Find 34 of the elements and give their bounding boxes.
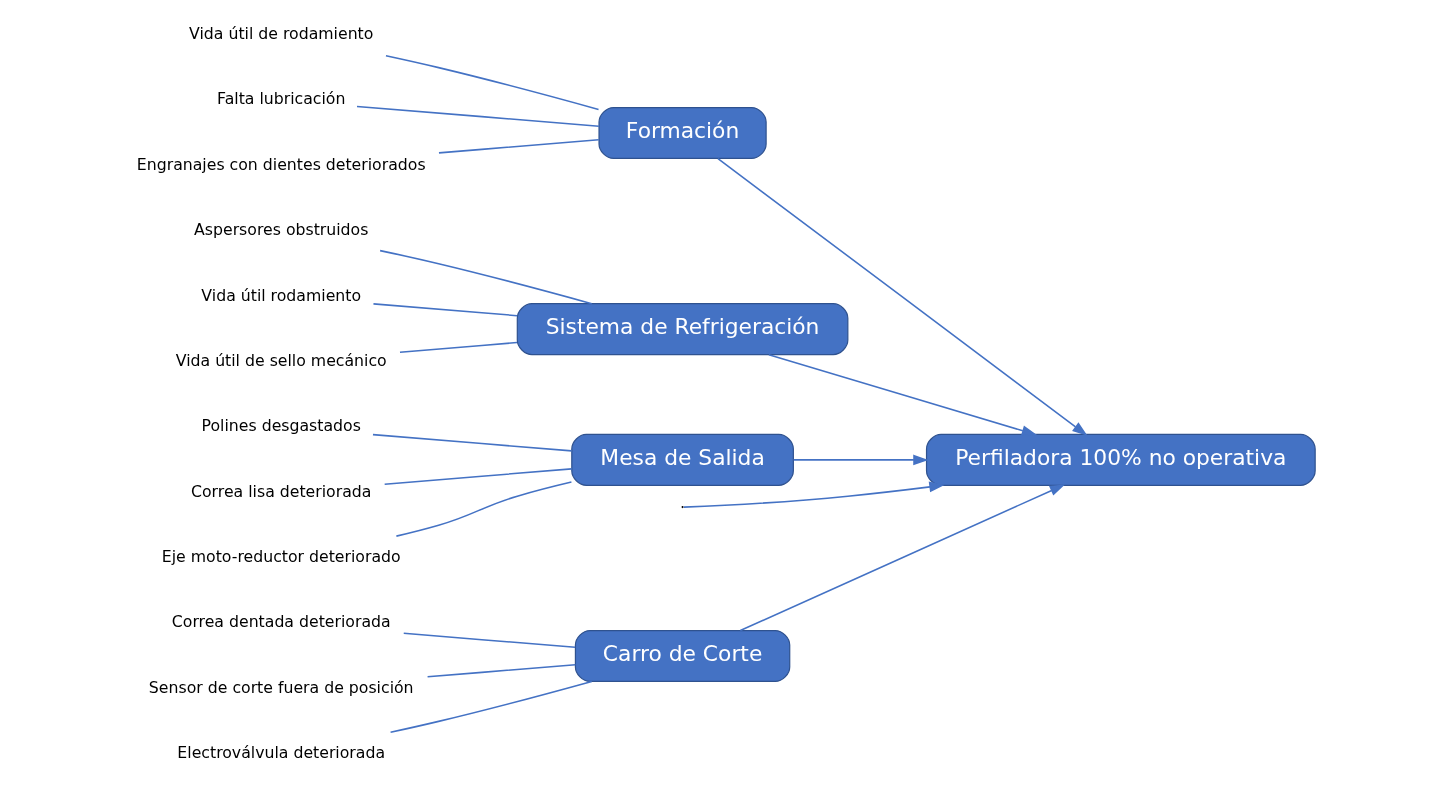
arrow bbox=[792, 454, 928, 466]
node-text: Aspersores obstruidos bbox=[193, 220, 368, 240]
connector bbox=[402, 632, 576, 649]
connector bbox=[371, 433, 572, 452]
node-text: Correa dentada deteriorada bbox=[171, 612, 391, 632]
node-box: Perfiladora 100% no operativa bbox=[925, 433, 1316, 486]
arrow bbox=[739, 484, 1065, 632]
node-text: Vida útil de rodamiento bbox=[188, 24, 373, 44]
connector bbox=[372, 303, 518, 317]
node-text: Vida útil rodamiento bbox=[200, 285, 361, 305]
arrow bbox=[716, 157, 1087, 436]
node-text: Correa lisa deteriorada bbox=[190, 481, 371, 501]
node-box: Carro de Corte bbox=[574, 629, 790, 683]
node-text: Falta lubricación bbox=[216, 89, 345, 109]
arrow bbox=[767, 353, 1037, 436]
connector bbox=[398, 341, 518, 353]
connector bbox=[378, 249, 593, 305]
node-text: Sensor de corte fuera de posición bbox=[148, 677, 414, 697]
node-text: Polines desgastados bbox=[201, 416, 361, 436]
node-text: Eje moto-reductor deteriorado bbox=[161, 547, 401, 567]
connector bbox=[395, 481, 572, 537]
node-box: Formación bbox=[597, 106, 767, 160]
connector bbox=[383, 468, 572, 485]
node-text: Electroválvula deteriorada bbox=[176, 743, 385, 763]
connector bbox=[426, 663, 576, 678]
connector bbox=[389, 680, 593, 734]
connector bbox=[437, 138, 600, 154]
connector bbox=[384, 54, 599, 111]
node-text: Engranajes con dientes deteriorados bbox=[136, 154, 426, 174]
node-text: Vida útil de sello mecánico bbox=[175, 350, 387, 370]
arrow bbox=[682, 481, 945, 508]
node-box: Mesa de Salida bbox=[570, 433, 794, 486]
connector bbox=[355, 105, 600, 128]
node-box: Sistema de Refrigeración bbox=[516, 303, 848, 356]
